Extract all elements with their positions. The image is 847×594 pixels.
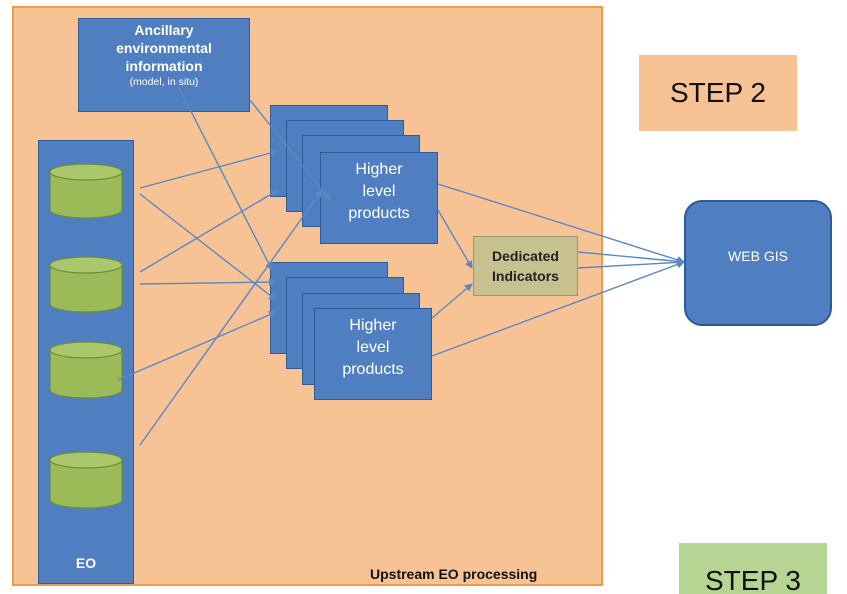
cylinder-s3 — [49, 256, 123, 313]
ancillary-info-subtitle: (model, in situ) — [129, 76, 199, 88]
products-bottom-label: Higher level products — [342, 317, 404, 378]
arrow-s2-to-top-products — [139, 148, 279, 189]
cylinder-ellipsis — [49, 341, 123, 399]
dedicated-indicators-box: Dedicated Indicators — [473, 236, 578, 296]
ancillary-info-box: Ancillary environmental information (mod… — [78, 18, 250, 112]
dedicated-indicators-label: Dedicated Indicators — [492, 248, 559, 284]
eo-label: EO — [75, 555, 97, 571]
arrow-s3-to-top-products — [139, 189, 279, 273]
cylinder-s2 — [49, 163, 123, 219]
step-3-box: STEP 3 — [679, 543, 827, 594]
arrow-eo-to-top-products — [139, 189, 323, 446]
step-2-label: STEP 2 — [639, 55, 797, 131]
upstream-eo-processing-label: Upstream EO processing — [370, 566, 538, 582]
ancillary-info-title: Ancillary environmental information — [116, 22, 212, 74]
products-top-label: Higher level products — [348, 161, 410, 222]
web-gis-box: WEB GIS — [684, 200, 832, 326]
arrow-bottom-products-to-indicators — [431, 283, 473, 319]
product-stack-top-front: Higher level products — [320, 152, 438, 244]
arrow-s3-to-bottom-products — [139, 278, 277, 287]
arrow-bottom-products-to-webgis — [431, 260, 685, 357]
step-3-label: STEP 3 — [705, 565, 801, 594]
web-gis-label: WEB GIS — [728, 248, 788, 264]
arrow-top-products-to-indicators — [437, 209, 473, 269]
arrow-top-products-to-webgis — [437, 183, 685, 264]
product-stack-bottom-front: Higher level products — [314, 308, 432, 400]
arrow-indicators-to-webgis-a — [577, 251, 685, 266]
arrow-ellipsis-to-bottom-products — [117, 311, 277, 381]
cylinder-empty — [49, 451, 123, 509]
arrow-ancillary-to-top-products — [249, 99, 331, 201]
arrow-indicators-to-webgis-b — [577, 258, 685, 269]
arrow-ancillary-to-bottom-products — [175, 81, 273, 271]
